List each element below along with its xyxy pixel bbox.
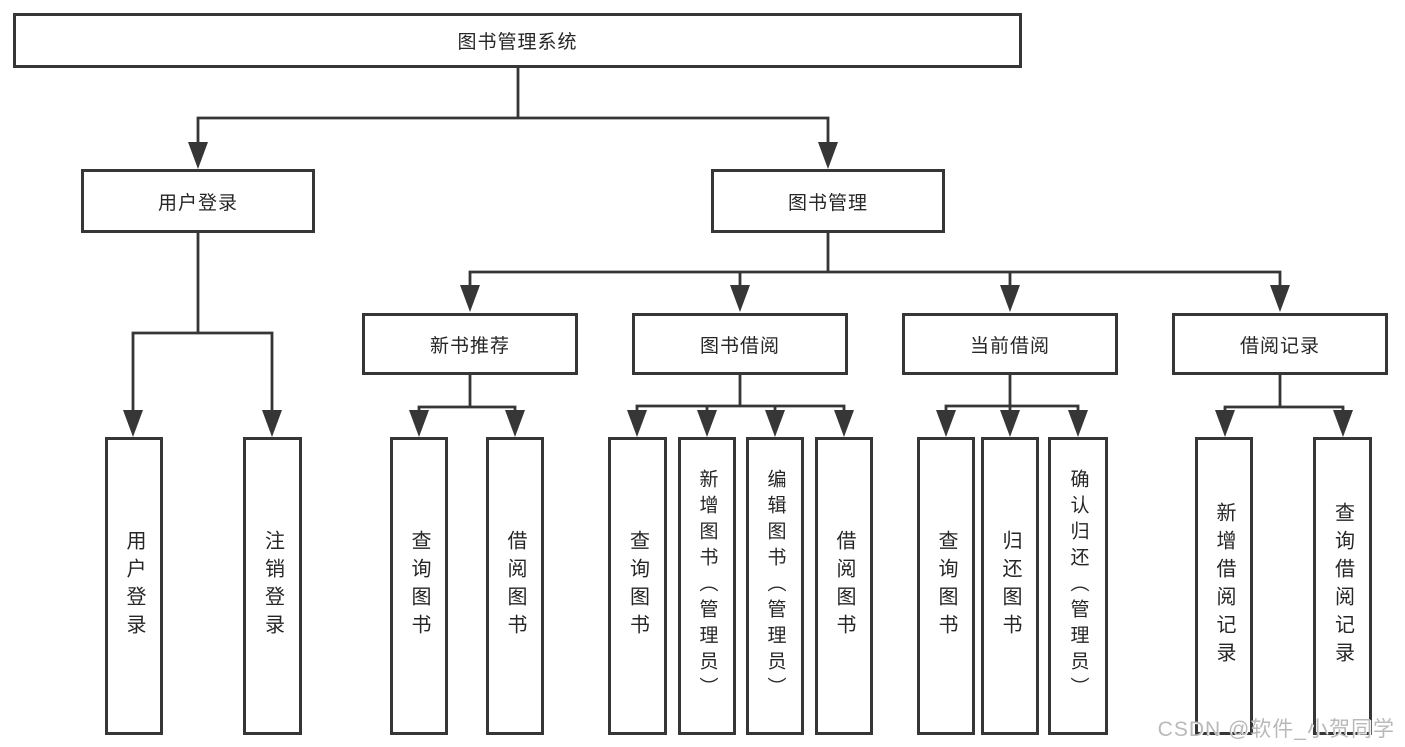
node-label: 查询图书: [935, 530, 957, 642]
arrowhead: [1068, 410, 1088, 437]
arrowhead: [936, 410, 956, 437]
arrowhead: [409, 410, 429, 437]
leaf-logout: 注销登录: [243, 437, 302, 735]
arrowhead: [818, 142, 838, 169]
node-current-borrow: 当前借阅: [902, 313, 1118, 375]
node-label: 注销登录: [261, 530, 284, 642]
node-user-login: 用户登录: [81, 169, 315, 233]
arrowhead: [505, 410, 525, 437]
node-label: 新书推荐: [429, 335, 510, 357]
node-label: 新增借阅记录: [1213, 502, 1235, 670]
arrowhead: [123, 410, 143, 437]
node-label: 查询借阅记录: [1331, 502, 1354, 670]
leaf-edit-books-admin: 编辑图书（管理员）: [746, 437, 804, 735]
node-label: 当前借阅: [969, 335, 1050, 357]
node-label: 查询图书: [626, 530, 649, 642]
node-label: 新增图书（管理员）: [696, 469, 718, 703]
arrowhead: [1270, 285, 1290, 312]
leaf-borrow-books: 借阅图书: [815, 437, 873, 735]
leaf-add-books-admin: 新增图书（管理员）: [678, 437, 736, 735]
node-label: 用户登录: [157, 192, 238, 214]
arrowhead: [1215, 410, 1235, 437]
arrowhead: [765, 410, 785, 437]
node-label: 借阅图书: [504, 530, 526, 642]
arrowhead: [697, 410, 717, 437]
arrowhead: [188, 142, 208, 169]
node-book-management: 图书管理: [711, 169, 945, 233]
node-label: 图书管理系统: [457, 32, 578, 53]
node-label: 编辑图书（管理员）: [764, 469, 786, 703]
leaf-add-borrow-record: 新增借阅记录: [1195, 437, 1253, 735]
node-library-management-system: 图书管理系统: [13, 13, 1022, 68]
node-label: 图书借阅: [699, 335, 780, 357]
node-label: 图书管理: [787, 192, 868, 214]
node-label: 借阅图书: [833, 530, 855, 642]
arrowhead: [460, 285, 480, 312]
arrowhead: [1000, 410, 1020, 437]
leaf-query-books: 查询图书: [917, 437, 975, 735]
leaf-query-borrow-record: 查询借阅记录: [1313, 437, 1372, 735]
node-label: 归还图书: [999, 530, 1021, 642]
arrowhead: [834, 410, 854, 437]
leaf-query-books: 查询图书: [390, 437, 448, 735]
leaf-confirm-return-admin: 确认归还（管理员）: [1048, 437, 1108, 735]
arrowhead: [627, 410, 647, 437]
arrowhead: [730, 285, 750, 312]
arrowhead: [1000, 285, 1020, 312]
arrowhead: [262, 410, 282, 437]
leaf-borrow-books: 借阅图书: [486, 437, 544, 735]
node-label: 确认归还（管理员）: [1067, 469, 1089, 703]
leaf-return-books: 归还图书: [981, 437, 1039, 735]
node-label: 查询图书: [408, 530, 430, 642]
arrowhead: [1333, 410, 1353, 437]
arrowheads: [123, 142, 1353, 437]
node-book-borrow: 图书借阅: [632, 313, 848, 375]
leaf-query-books: 查询图书: [608, 437, 667, 735]
leaf-user-login: 用户登录: [105, 437, 163, 735]
node-label: 借阅记录: [1239, 335, 1320, 357]
node-borrow-records: 借阅记录: [1172, 313, 1388, 375]
node-new-book-recommend: 新书推荐: [362, 313, 578, 375]
node-label: 用户登录: [123, 530, 145, 642]
